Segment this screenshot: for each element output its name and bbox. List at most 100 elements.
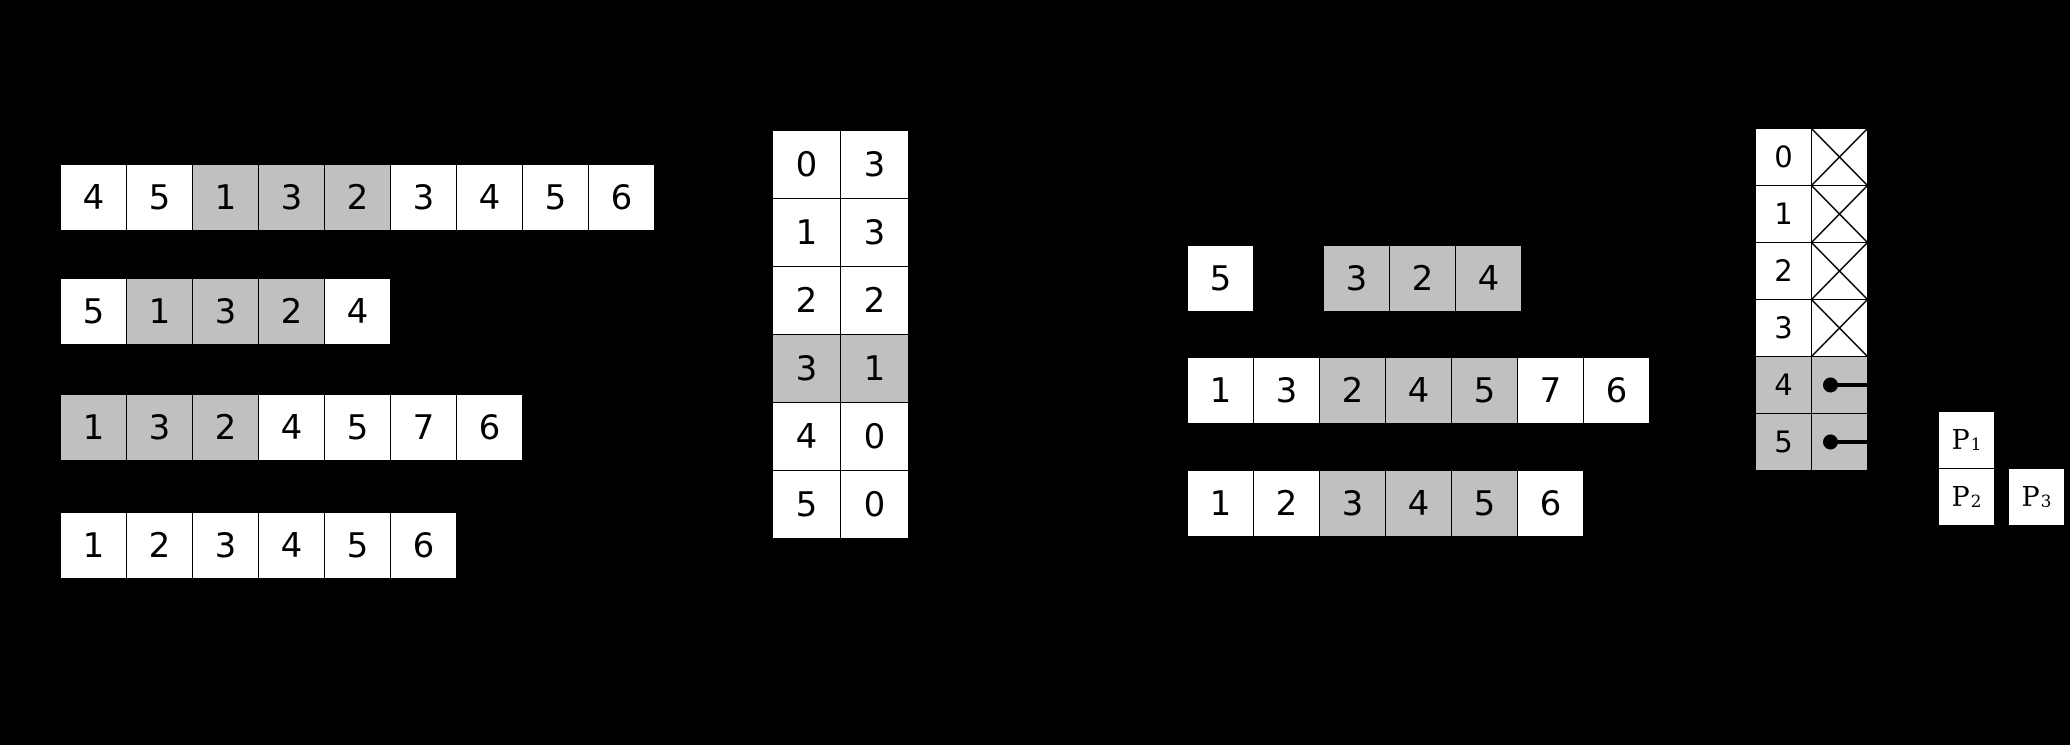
array-cell[interactable]: 6	[1583, 357, 1650, 424]
array-cell[interactable]: 5	[324, 394, 391, 461]
array-cell[interactable]: 5	[60, 278, 127, 345]
array-row-2: 5 1 3 2 4	[60, 278, 391, 345]
array-row-3: 1 3 2 4 5 7 6	[60, 394, 523, 461]
bucket-index-cell[interactable]: 0	[1755, 128, 1812, 186]
array-cell[interactable]: 3	[258, 164, 325, 231]
array-row-1: 4 5 1 3 2 3 4 5 6	[60, 164, 655, 231]
pointer-link-cell[interactable]	[1811, 413, 1870, 471]
array-cell[interactable]: 5	[1451, 470, 1518, 537]
array-cell[interactable]: 2	[324, 164, 391, 231]
array-cell[interactable]: 3	[126, 394, 193, 461]
table-row: 3	[1755, 299, 1868, 357]
array-cell[interactable]: 2	[258, 278, 325, 345]
table-cell-count[interactable]: 0	[840, 402, 909, 471]
array-cell[interactable]: 4	[60, 164, 127, 231]
crossed-out-icon	[1811, 185, 1868, 243]
bucket-pointer-table: 0 1 2	[1755, 128, 1870, 471]
array-cell[interactable]: 1	[192, 164, 259, 231]
pointer-dot-icon	[1823, 434, 1838, 450]
table-cell-index[interactable]: 2	[772, 266, 841, 335]
array-cell[interactable]: 5	[1187, 245, 1254, 312]
pointer-box-label: P	[1951, 481, 1970, 513]
pointer-box-label: P	[1951, 424, 1970, 456]
pointer-box-subscript: 1	[1970, 434, 1982, 455]
array-cell[interactable]: 2	[126, 512, 193, 579]
table-cell-count[interactable]: 3	[840, 198, 909, 267]
pointer-line-icon	[1836, 440, 1870, 444]
table-cell-count[interactable]: 3	[840, 130, 909, 199]
array-cell[interactable]: 3	[192, 512, 259, 579]
array-cell[interactable]: 2	[192, 394, 259, 461]
array-cell[interactable]: 6	[1517, 470, 1584, 537]
table-cell-index[interactable]: 3	[772, 334, 841, 403]
pointer-box-label: P	[2021, 481, 2040, 513]
index-count-table: 0 3 1 3 2 2 3 1 4 0 5 0	[772, 130, 909, 539]
array-cell[interactable]: 6	[456, 394, 523, 461]
array-cell[interactable]: 4	[1385, 357, 1452, 424]
table-row: 1 3	[772, 198, 909, 267]
pointer-link-cell[interactable]	[1811, 356, 1870, 414]
array-cell[interactable]: 4	[1385, 470, 1452, 537]
pointer-box-subscript: 3	[2040, 491, 2052, 512]
array-cell[interactable]: 7	[1517, 357, 1584, 424]
pointer-line-icon	[1836, 383, 1870, 387]
table-row: 4	[1755, 356, 1870, 414]
bucket-index-cell[interactable]: 4	[1755, 356, 1812, 414]
array-cell[interactable]: 1	[126, 278, 193, 345]
array-gap	[1254, 245, 1324, 312]
array-cell[interactable]: 6	[390, 512, 457, 579]
array-cell[interactable]: 1	[1187, 357, 1254, 424]
bucket-index-cell[interactable]: 3	[1755, 299, 1812, 357]
right-array-row-3: 1 2 3 4 5 6	[1187, 470, 1584, 537]
table-cell-count[interactable]: 2	[840, 266, 909, 335]
bucket-index-cell[interactable]: 1	[1755, 185, 1812, 243]
table-cell-index[interactable]: 1	[772, 198, 841, 267]
array-cell[interactable]: 4	[1455, 245, 1522, 312]
table-cell-count[interactable]: 1	[840, 334, 909, 403]
array-cell[interactable]: 1	[60, 394, 127, 461]
table-cell-index[interactable]: 5	[772, 470, 841, 539]
array-cell[interactable]: 2	[1389, 245, 1456, 312]
table-row: 5	[1755, 413, 1870, 471]
array-cell[interactable]: 1	[1187, 470, 1254, 537]
array-cell[interactable]: 5	[324, 512, 391, 579]
array-cell[interactable]: 5	[522, 164, 589, 231]
table-cell-index[interactable]: 4	[772, 402, 841, 471]
array-cell[interactable]: 2	[1253, 470, 1320, 537]
bucket-index-cell[interactable]: 5	[1755, 413, 1812, 471]
table-row: 5 0	[772, 470, 909, 539]
table-cell-index[interactable]: 0	[772, 130, 841, 199]
table-row: 3 1	[772, 334, 909, 403]
array-cell[interactable]: 5	[126, 164, 193, 231]
array-cell[interactable]: 4	[258, 394, 325, 461]
table-row: 2	[1755, 242, 1868, 300]
array-cell[interactable]: 6	[588, 164, 655, 231]
crossed-out-icon	[1811, 242, 1868, 300]
table-row: 1	[1755, 185, 1868, 243]
array-cell[interactable]: 5	[1451, 357, 1518, 424]
array-cell[interactable]: 7	[390, 394, 457, 461]
right-array-row-2: 1 3 2 4 5 7 6	[1187, 357, 1650, 424]
array-cell[interactable]: 4	[258, 512, 325, 579]
pointer-box-subscript: 2	[1970, 491, 1982, 512]
array-cell[interactable]: 3	[1253, 357, 1320, 424]
bucket-index-cell[interactable]: 2	[1755, 242, 1812, 300]
crossed-out-icon	[1811, 299, 1868, 357]
array-cell[interactable]: 3	[1323, 245, 1390, 312]
array-cell[interactable]: 1	[60, 512, 127, 579]
crossed-out-icon	[1811, 128, 1868, 186]
array-cell[interactable]: 3	[192, 278, 259, 345]
array-cell[interactable]: 3	[1319, 470, 1386, 537]
array-cell[interactable]: 4	[456, 164, 523, 231]
table-row: 0 3	[772, 130, 909, 199]
array-cell[interactable]: 2	[1319, 357, 1386, 424]
table-row: 2 2	[772, 266, 909, 335]
array-cell[interactable]: 3	[390, 164, 457, 231]
table-cell-count[interactable]: 0	[840, 470, 909, 539]
array-cell[interactable]: 4	[324, 278, 391, 345]
array-row-4: 1 2 3 4 5 6	[60, 512, 457, 579]
